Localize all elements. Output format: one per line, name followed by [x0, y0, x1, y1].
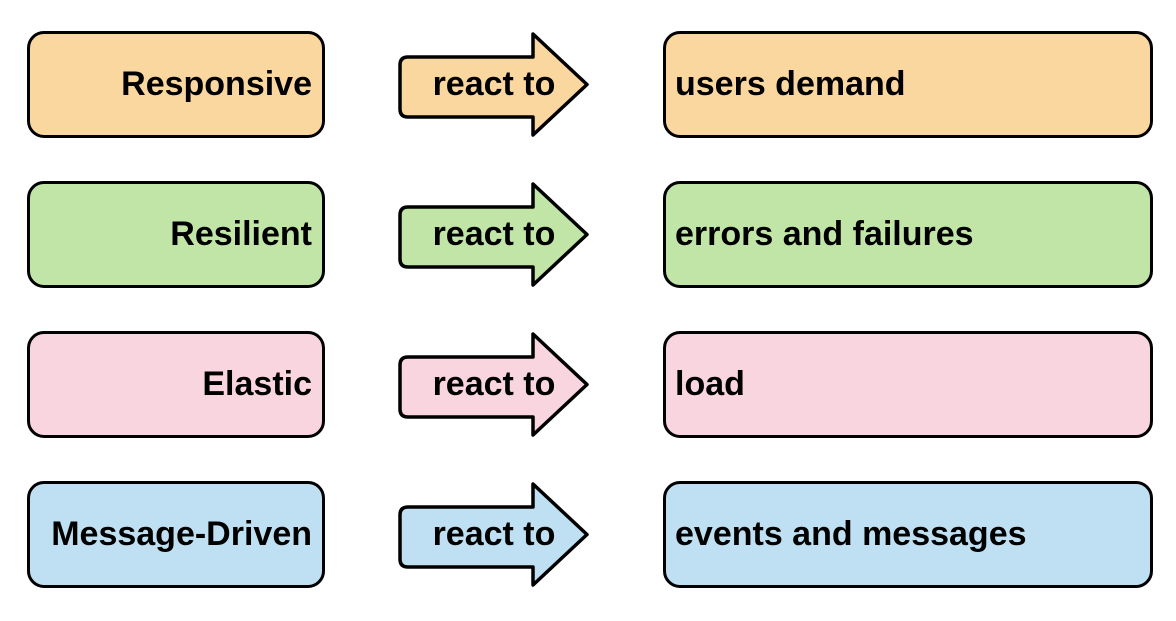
trait-label: Elastic: [202, 365, 312, 403]
arrow-label: react to: [432, 65, 556, 103]
target-box: errors and failures: [663, 181, 1153, 288]
arrow-label: react to: [432, 215, 556, 253]
arrow-label: react to: [432, 365, 556, 403]
target-label: load: [675, 365, 745, 403]
right-arrow-icon: [398, 182, 589, 287]
arrow-label: react to: [432, 515, 556, 553]
trait-box: Elastic: [27, 331, 325, 438]
right-arrow-shape: [398, 32, 589, 137]
react-arrow: react to: [396, 331, 592, 438]
diagram-row-responsive: Responsive react to users demand: [0, 31, 1176, 138]
react-arrow: react to: [396, 481, 592, 588]
diagram-row-elastic: Elastic react to load: [0, 331, 1176, 438]
trait-label: Responsive: [121, 65, 312, 103]
trait-box: Message-Driven: [27, 481, 325, 588]
target-box: users demand: [663, 31, 1153, 138]
trait-box: Responsive: [27, 31, 325, 138]
target-box: load: [663, 331, 1153, 438]
target-label: errors and failures: [675, 215, 974, 253]
target-label: events and messages: [675, 515, 1027, 553]
target-box: events and messages: [663, 481, 1153, 588]
target-label: users demand: [675, 65, 906, 103]
right-arrow-shape: [398, 182, 589, 287]
right-arrow-icon: [398, 32, 589, 137]
trait-box: Resilient: [27, 181, 325, 288]
trait-label: Resilient: [170, 215, 312, 253]
diagram-row-resilient: Resilient react to errors and failures: [0, 181, 1176, 288]
react-arrow: react to: [396, 31, 592, 138]
right-arrow-shape: [398, 482, 589, 587]
trait-label: Message-Driven: [51, 515, 312, 553]
react-arrow: react to: [396, 181, 592, 288]
right-arrow-shape: [398, 332, 589, 437]
right-arrow-icon: [398, 332, 589, 437]
diagram-row-message-driven: Message-Driven react to events and messa…: [0, 481, 1176, 588]
right-arrow-icon: [398, 482, 589, 587]
